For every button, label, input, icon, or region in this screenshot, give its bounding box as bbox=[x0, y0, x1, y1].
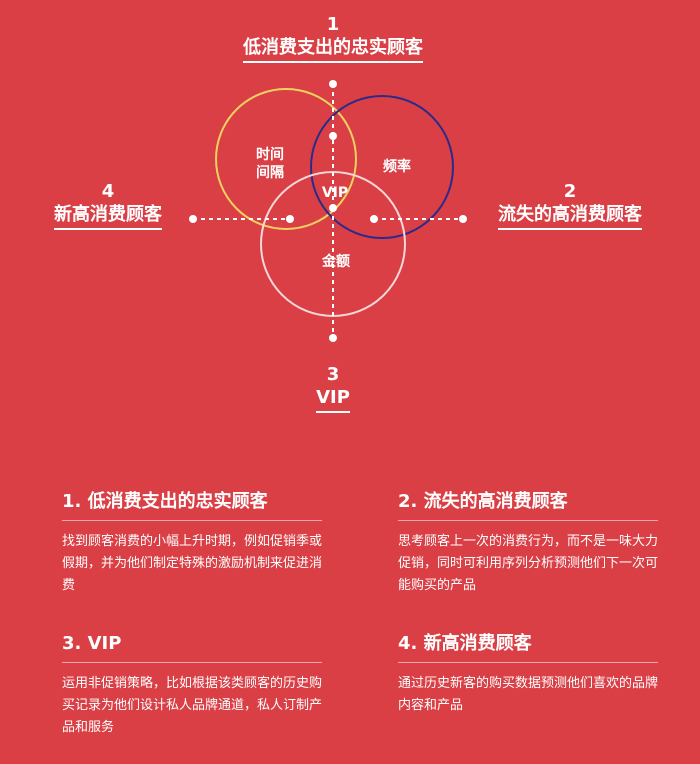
frequency-label: 频率 bbox=[383, 159, 411, 175]
amount-label: 金额 bbox=[322, 254, 350, 270]
label-left-title: 新高消费顾客 bbox=[54, 203, 162, 230]
section-1-heading: 1. 低消费支出的忠实顾客 bbox=[62, 490, 322, 521]
label-left: 4 新高消费顾客 bbox=[33, 181, 183, 230]
section-1: 1. 低消费支出的忠实顾客 找到顾客消费的小幅上升时期，例如促销季或假期，并为他… bbox=[62, 490, 322, 597]
label-top-title: 低消费支出的忠实顾客 bbox=[243, 36, 423, 63]
time-interval-label: 时间 间隔 bbox=[256, 147, 284, 181]
dot-bottom-end bbox=[329, 334, 337, 342]
section-4-body: 通过历史新客的购买数据预测他们喜欢的品牌内容和产品 bbox=[398, 676, 659, 713]
label-right-title: 流失的高消费顾客 bbox=[498, 203, 642, 230]
section-2-body: 思考顾客上一次的消费行为，而不是一味大力促销，同时可利用序列分析预测他们下一次可… bbox=[398, 534, 659, 593]
label-right-number: 2 bbox=[563, 181, 577, 202]
section-3: 3. VIP 运用非促销策略，比如根据该类顾客的历史购买记录为他们设计私人品牌通… bbox=[62, 632, 322, 739]
section-1-body: 找到顾客消费的小幅上升时期，例如促销季或假期，并为他们制定特殊的激励机制来促进消… bbox=[62, 534, 323, 593]
dot-left-inner bbox=[286, 215, 294, 223]
dot-top-end bbox=[329, 80, 337, 88]
venn-graphic bbox=[189, 80, 467, 342]
dot-right-inner bbox=[370, 215, 378, 223]
dot-vip-center bbox=[329, 204, 337, 212]
section-4-heading: 4. 新高消费顾客 bbox=[398, 632, 658, 663]
label-bottom: 3 VIP bbox=[283, 364, 383, 413]
label-right: 2 流失的高消费顾客 bbox=[475, 181, 665, 230]
vip-center-label: VIP bbox=[321, 185, 349, 201]
label-top: 1 低消费支出的忠实顾客 bbox=[213, 14, 453, 63]
time-interval-circle bbox=[215, 88, 357, 230]
label-bottom-number: 3 bbox=[326, 364, 340, 385]
section-3-body: 运用非促销策略，比如根据该类顾客的历史购买记录为他们设计私人品牌通道，私人订制产… bbox=[62, 676, 323, 735]
label-top-number: 1 bbox=[326, 14, 340, 35]
venn-diagram: 1 低消费支出的忠实顾客 2 流失的高消费顾客 3 VIP 4 新高消费顾客 时… bbox=[33, 14, 665, 413]
section-4: 4. 新高消费顾客 通过历史新客的购买数据预测他们喜欢的品牌内容和产品 bbox=[398, 632, 658, 717]
dot-top-center bbox=[329, 132, 337, 140]
dot-left-end bbox=[189, 215, 197, 223]
dot-right-end bbox=[459, 215, 467, 223]
label-left-number: 4 bbox=[101, 181, 115, 202]
label-bottom-title: VIP bbox=[316, 386, 350, 413]
frequency-circle bbox=[310, 95, 454, 239]
section-2-heading: 2. 流失的高消费顾客 bbox=[398, 490, 658, 521]
section-2: 2. 流失的高消费顾客 思考顾客上一次的消费行为，而不是一味大力促销，同时可利用… bbox=[398, 490, 658, 597]
section-3-heading: 3. VIP bbox=[62, 632, 322, 663]
